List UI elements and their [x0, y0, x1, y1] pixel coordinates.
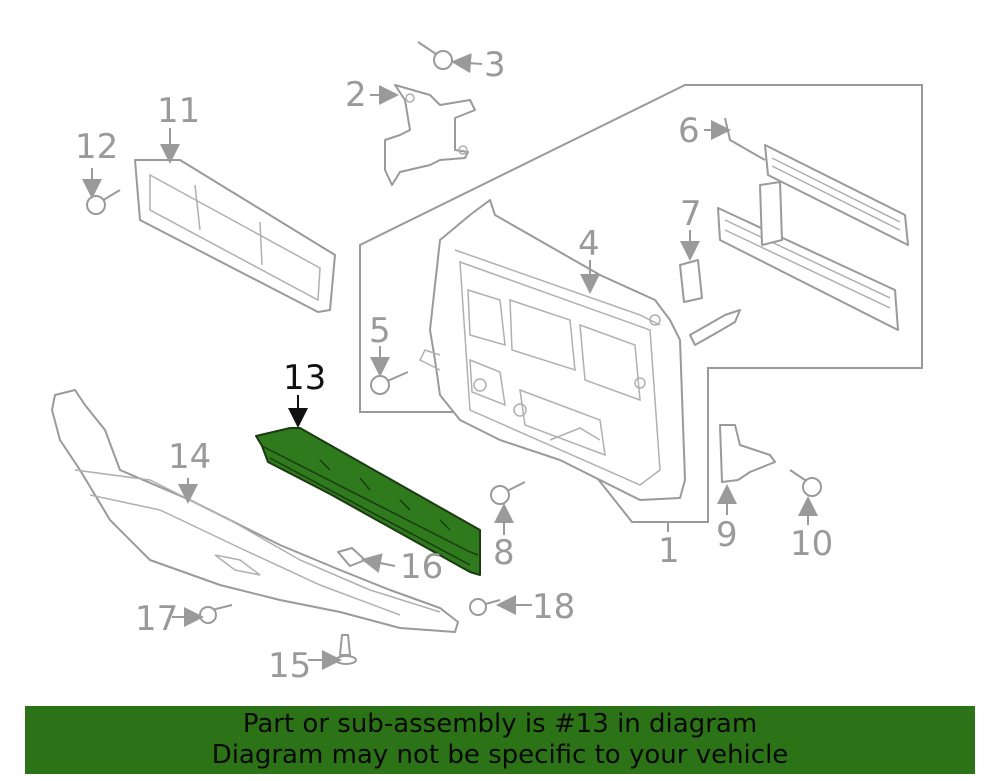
lower-support-13 [255, 427, 481, 576]
parts-diagram: 1 2 3 4 5 6 7 8 9 10 11 12 13 14 15 16 1… [51, 41, 923, 686]
bracket-2 [384, 84, 476, 186]
clip-7 [679, 259, 703, 303]
bracket-9 [719, 424, 776, 483]
callout-13: 13 [283, 358, 326, 398]
bolt-8 [490, 481, 526, 505]
callout-6: 6 [678, 111, 700, 151]
callout-5: 5 [369, 311, 391, 351]
callout-15: 15 [268, 646, 311, 686]
callout-1: 1 [658, 531, 680, 571]
notice-banner: Part or sub-assembly is #13 in diagram D… [25, 706, 975, 774]
callout-17: 17 [135, 599, 178, 639]
grille-bracket-11 [134, 159, 336, 313]
bracket-small [689, 309, 741, 346]
callout-7: 7 [680, 194, 702, 234]
callout-2: 2 [345, 75, 367, 115]
bolt-18 [469, 598, 501, 616]
callout-3: 3 [484, 45, 506, 85]
callout-10: 10 [790, 524, 833, 564]
bolt-17 [199, 604, 233, 624]
callout-8: 8 [493, 533, 515, 573]
callout-16: 16 [400, 547, 443, 587]
pin-15 [335, 634, 357, 665]
callout-18: 18 [532, 587, 575, 627]
callout-12: 12 [75, 127, 118, 167]
callout-9: 9 [716, 515, 738, 555]
lower-deflector-14 [51, 389, 459, 633]
callout-14: 14 [168, 437, 211, 477]
callout-4: 4 [578, 224, 600, 264]
banner-line-1: Part or sub-assembly is #13 in diagram [242, 709, 758, 739]
bolt-5 [370, 371, 409, 395]
banner-line-2: Diagram may not be specific to your vehi… [211, 740, 789, 770]
clip-16 [337, 547, 366, 567]
bolt-10 [789, 469, 822, 497]
callout-11: 11 [157, 91, 200, 131]
radiator-support-frame [418, 199, 686, 501]
bolt-3 [417, 41, 453, 70]
leader-lines [82, 53, 818, 670]
air-shutter [717, 117, 909, 331]
